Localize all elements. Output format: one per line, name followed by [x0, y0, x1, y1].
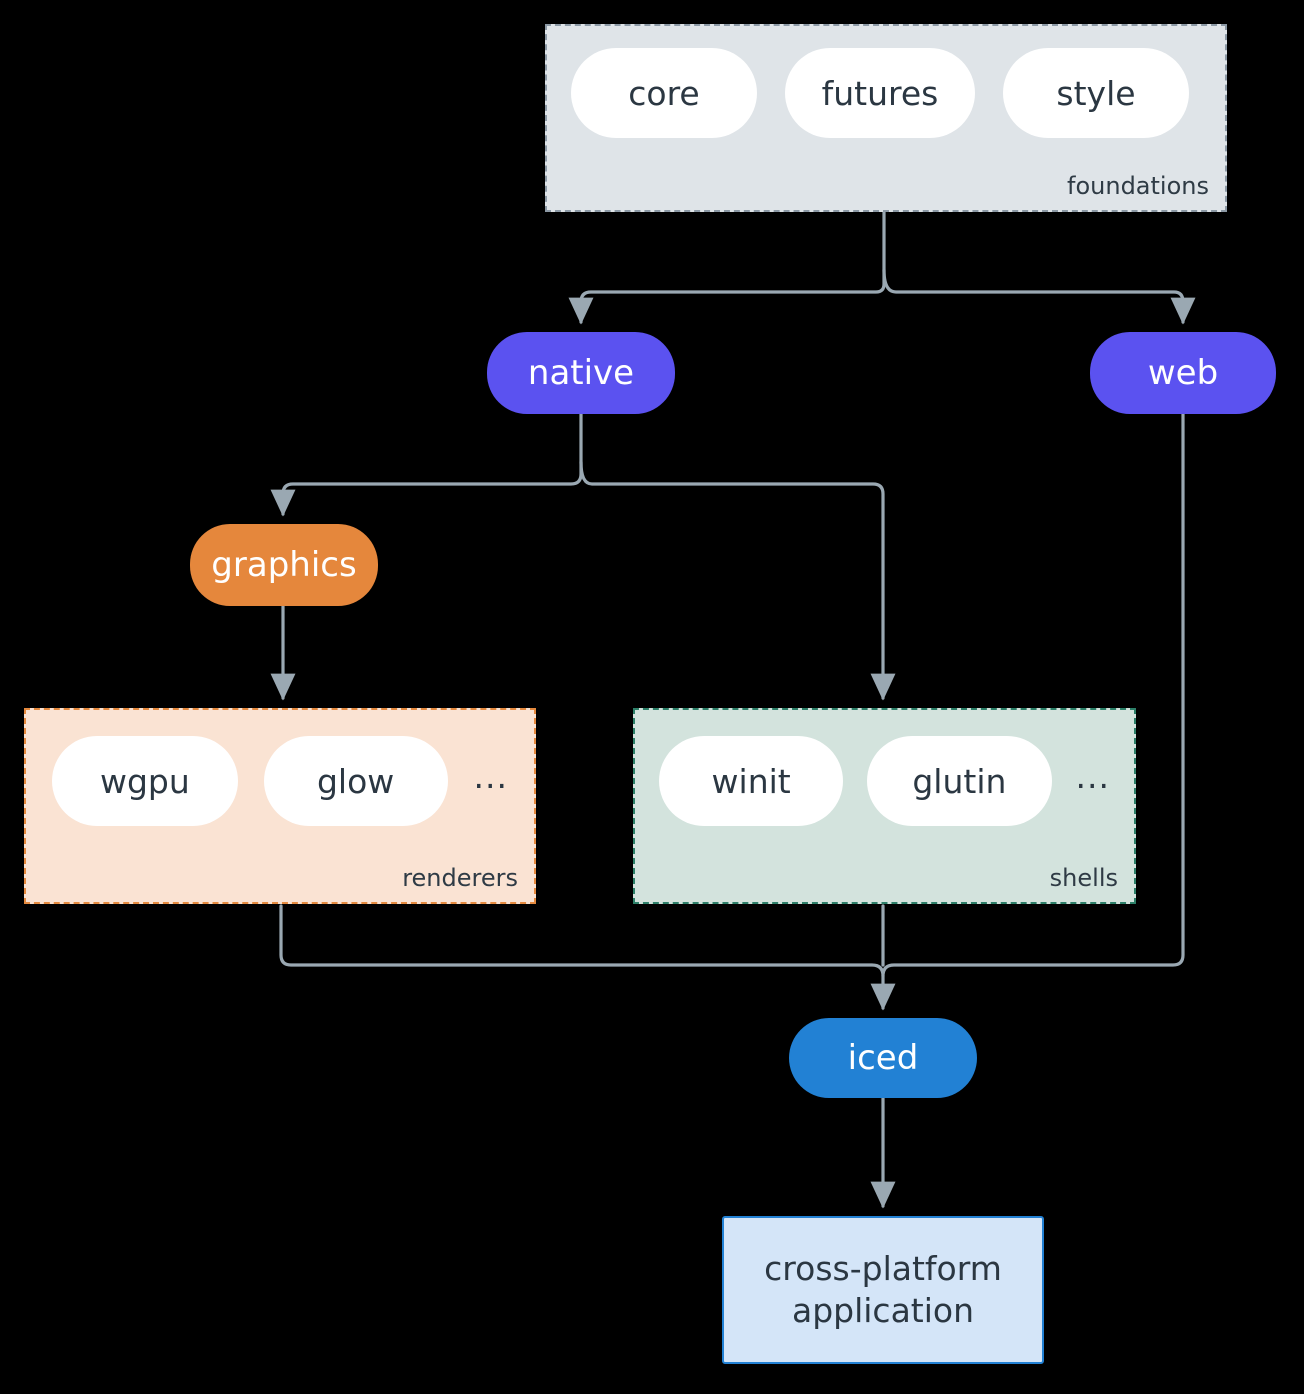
- node-cross-platform-application[interactable]: cross-platform application: [722, 1216, 1044, 1364]
- application-line-2: application: [791, 1291, 975, 1330]
- cluster-renderers: wgpu glow ... renderers: [24, 708, 536, 904]
- cluster-foundations: core futures style foundations: [545, 24, 1227, 212]
- pill-style[interactable]: style: [1003, 48, 1189, 138]
- pill-futures[interactable]: futures: [785, 48, 975, 138]
- foundations-items: core futures style: [547, 48, 1225, 138]
- pill-winit[interactable]: winit: [659, 736, 844, 826]
- edge-foundations-web: [882, 268, 1196, 325]
- node-iced[interactable]: iced: [789, 1018, 977, 1098]
- edge-renderers-iced: [279, 904, 896, 1011]
- pill-core[interactable]: core: [571, 48, 757, 138]
- edge-native-graphics: [270, 412, 583, 517]
- shells-items: winit glutin ...: [635, 736, 1134, 826]
- pill-wgpu[interactable]: wgpu: [52, 736, 238, 826]
- shells-overflow-ellipsis: ...: [1075, 756, 1110, 796]
- cluster-shells: winit glutin ... shells: [633, 708, 1136, 904]
- edge-foundations-native: [568, 210, 886, 325]
- node-web[interactable]: web: [1090, 332, 1276, 414]
- renderers-overflow-ellipsis: ...: [473, 756, 508, 796]
- pill-glutin[interactable]: glutin: [867, 736, 1052, 826]
- cluster-label-foundations: foundations: [1067, 172, 1209, 200]
- renderers-items: wgpu glow ...: [26, 736, 534, 826]
- cluster-label-renderers: renderers: [402, 864, 518, 892]
- node-graphics[interactable]: graphics: [190, 524, 378, 606]
- application-line-1: cross-platform: [764, 1248, 1002, 1288]
- cluster-label-shells: shells: [1049, 864, 1118, 892]
- node-native[interactable]: native: [487, 332, 675, 414]
- edge-native-shells: [579, 460, 896, 701]
- pill-glow[interactable]: glow: [263, 736, 448, 826]
